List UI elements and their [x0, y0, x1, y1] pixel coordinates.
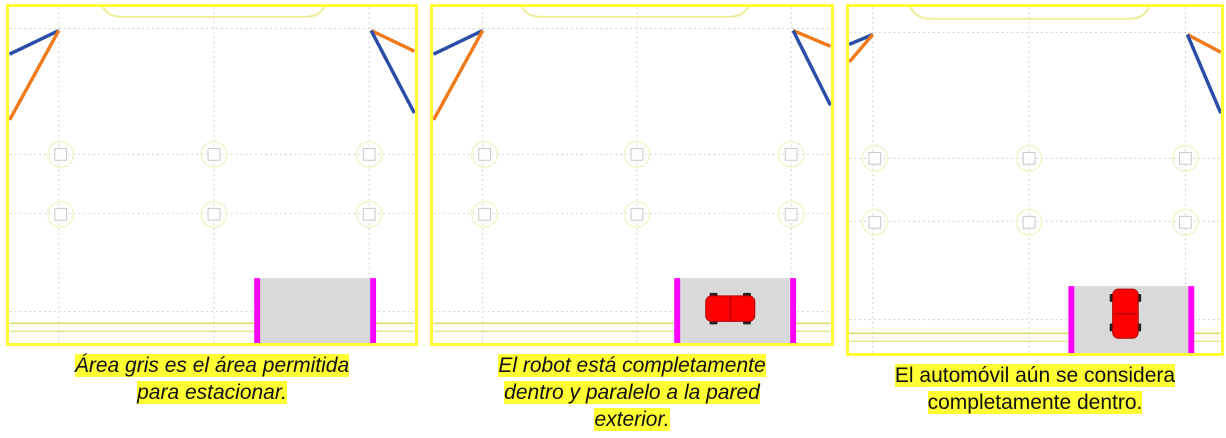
- field-diagram-1: [9, 7, 415, 343]
- red-robot-car-icon: [705, 292, 756, 325]
- corner-lines: [433, 28, 831, 121]
- red-robot-car-icon: [1109, 288, 1142, 339]
- parking-edge-right: [1188, 286, 1195, 353]
- field-panel-2: [430, 4, 834, 346]
- corner-lines: [9, 29, 415, 121]
- parking-edge-left: [1068, 286, 1075, 353]
- caption-3-line-2: completamente dentro.: [927, 391, 1143, 414]
- parking-edge-right: [790, 278, 797, 343]
- parking-edge-left: [254, 278, 261, 343]
- caption-2-line-3: exterior.: [594, 408, 670, 431]
- parking-edge-left: [674, 278, 681, 343]
- corner-lines: [849, 32, 1221, 114]
- field-panel-3: [846, 4, 1224, 356]
- caption-3-line-1: El automóvil aún se considera: [894, 364, 1176, 387]
- caption-1: Área gris es el área permitida para esta…: [6, 352, 418, 406]
- parking-edge-right: [370, 278, 377, 343]
- caption-2-line-2: dentro y paralelo a la pared: [504, 381, 760, 404]
- caption-3: El automóvil aún se considera completame…: [846, 362, 1224, 416]
- parking-area: [254, 278, 376, 343]
- caption-2: El robot está completamente dentro y par…: [430, 352, 834, 433]
- field-diagram-3: [849, 7, 1221, 353]
- caption-1-line-1: Área gris es el área permitida: [74, 354, 350, 377]
- field-diagram-2: [433, 7, 831, 343]
- caption-2-line-1: El robot está completamente: [498, 354, 766, 377]
- field-panel-1: [6, 4, 418, 346]
- caption-1-line-2: para estacionar.: [137, 381, 287, 404]
